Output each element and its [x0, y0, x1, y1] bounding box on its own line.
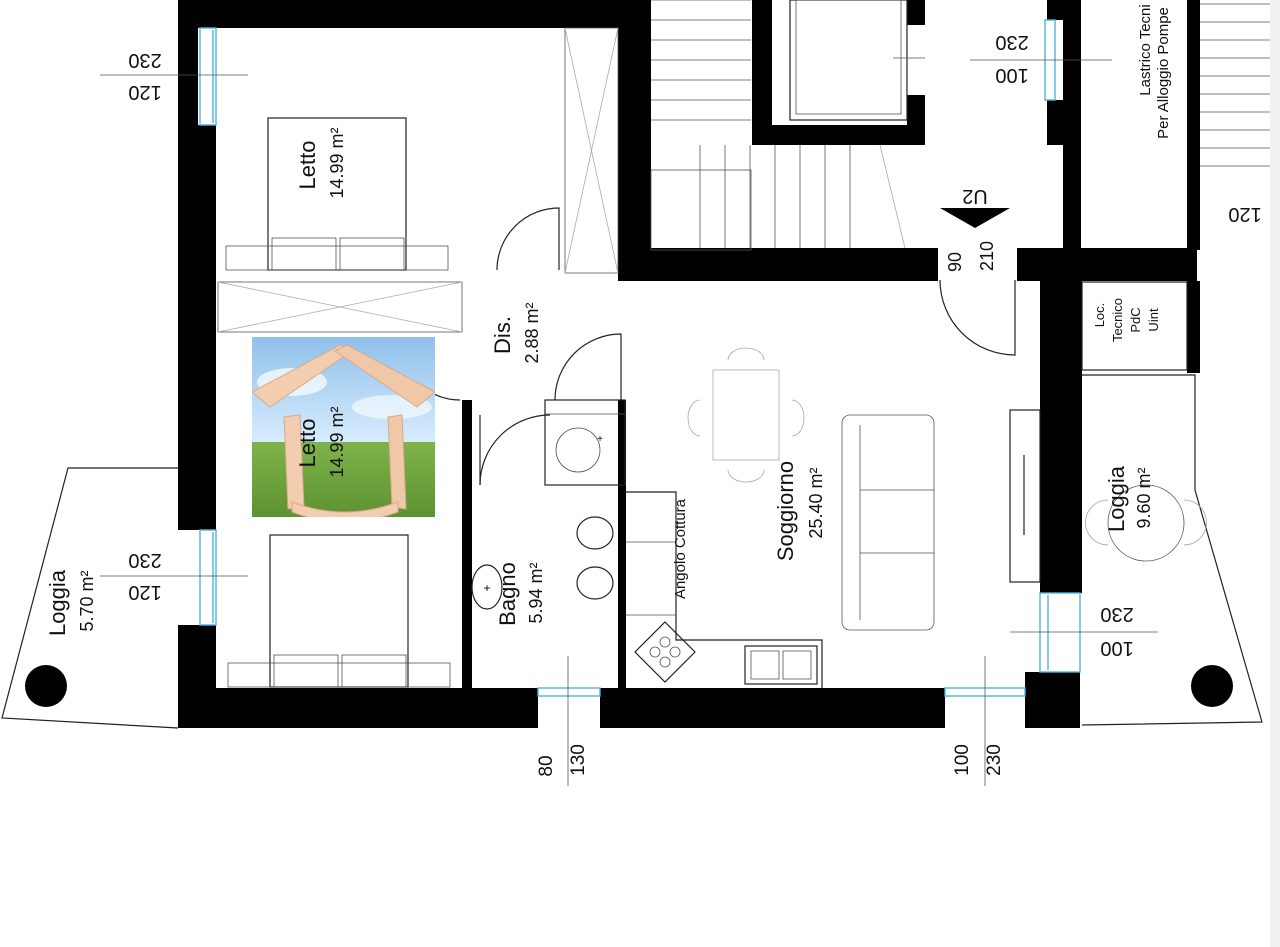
loc-tecnico-line2: Tecnico [1110, 298, 1125, 342]
dim-top-left-a: 230 [128, 49, 161, 71]
room-loggia-right-name: Loggia [1104, 465, 1129, 532]
svg-text:+: + [483, 581, 490, 595]
loggia-left-outline [1, 467, 179, 729]
room-angolo-name: Angolo Cottura [672, 498, 689, 599]
stair-label: U2 [962, 185, 988, 207]
house-hands-photo: Letto 14.99 m² [252, 337, 435, 517]
dimension-lines [100, 59, 1158, 786]
sofa [841, 414, 935, 631]
dim-door-b: 210 [977, 241, 997, 271]
loggia-right-outline [1081, 374, 1263, 726]
technical-room [1081, 281, 1188, 371]
room-letto-mid-area: 14.99 m² [327, 406, 347, 477]
room-soggiorno-name: Soggiorno [773, 461, 798, 561]
room-dis-name: Dis. [490, 316, 515, 354]
room-dis-area: 2.88 m² [522, 302, 542, 363]
dim-edge-right: 120 [1228, 203, 1261, 225]
room-loggia-left-name: Loggia [45, 569, 70, 636]
lastrico-line2: Per Alloggio Pompe [1155, 7, 1172, 139]
walls [178, 0, 1200, 728]
room-letto-mid-name: Letto [295, 419, 320, 468]
bed-bottom [227, 534, 451, 688]
loc-tecnico-line1: Loc. [1092, 303, 1107, 328]
kitchen-counter [626, 491, 823, 688]
staircase [650, 0, 925, 251]
stair-arrow: U2 [940, 185, 1010, 228]
room-letto-top-area: 14.99 m² [327, 127, 347, 198]
room-loggia-right-area: 9.60 m² [1134, 467, 1154, 528]
lastrico-hatching [1200, 3, 1270, 167]
room-bagno-area: 5.94 m² [526, 562, 546, 623]
dimension-labels: 230 120 230 120 230 100 230 100 120 90 2… [128, 31, 1261, 777]
dim-right-a: 230 [1100, 603, 1133, 625]
dim-door-a: 90 [945, 252, 965, 272]
room-soggiorno-area: 25.40 m² [806, 467, 826, 538]
dim-mid-left-a: 230 [128, 549, 161, 571]
photo-label-layer: Letto 14.99 m² [295, 406, 347, 477]
dim-top-right-b: 100 [995, 64, 1028, 86]
tv-unit [1009, 409, 1041, 583]
dim-top-left-b: 120 [128, 81, 161, 103]
wardrobes [217, 27, 619, 333]
room-letto-top-name: Letto [295, 141, 320, 190]
dining-table [687, 347, 805, 483]
dim-top-right-a: 230 [995, 31, 1028, 53]
loc-tecnico-line3: PdC [1128, 307, 1143, 332]
dim-bottom-soggiorno-b: 230 [984, 744, 1005, 776]
bathroom-fixtures: + + [471, 399, 626, 610]
house-hands-icon [252, 337, 435, 517]
loc-tecnico-line4: Uint [1146, 308, 1161, 332]
bed-top [225, 117, 449, 271]
right-edge-strip [1270, 0, 1280, 947]
dim-bottom-bagno-a: 80 [536, 755, 557, 776]
room-loggia-left-area: 5.70 m² [77, 570, 97, 631]
svg-text:+: + [597, 434, 603, 445]
dim-right-b: 100 [1100, 637, 1133, 659]
room-bagno-name: Bagno [495, 562, 520, 626]
dim-mid-left-b: 120 [128, 581, 161, 603]
lastrico-line1: Lastrico Tecni [1137, 4, 1154, 95]
dim-bottom-bagno-b: 130 [568, 744, 589, 776]
dim-bottom-soggiorno-a: 100 [952, 744, 973, 776]
room-labels: Letto 14.99 m² Dis. 2.88 m² Bagno 5.94 m… [45, 4, 1172, 636]
